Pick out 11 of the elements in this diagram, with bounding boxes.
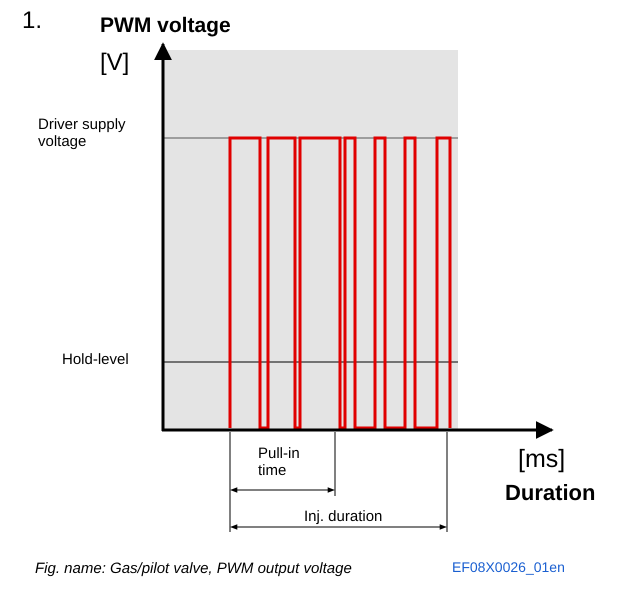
axis-unit: [V] — [100, 50, 130, 76]
axis-title: Duration — [505, 481, 596, 506]
dimension-label: Pull-in time — [258, 446, 301, 479]
axis-label: Driver supply voltage — [38, 117, 127, 150]
dimension-label: Inj. duration — [304, 509, 382, 526]
axis-unit: [ms] — [518, 446, 566, 474]
document-id: EF08X0026_01en — [452, 560, 565, 576]
axis-title: PWM voltage — [100, 14, 231, 38]
figure-number: 1. — [22, 8, 42, 34]
axis-label: Hold-level — [62, 352, 129, 368]
caption: Fig. name: Gas/pilot valve, PWM output voltage — [35, 561, 352, 578]
